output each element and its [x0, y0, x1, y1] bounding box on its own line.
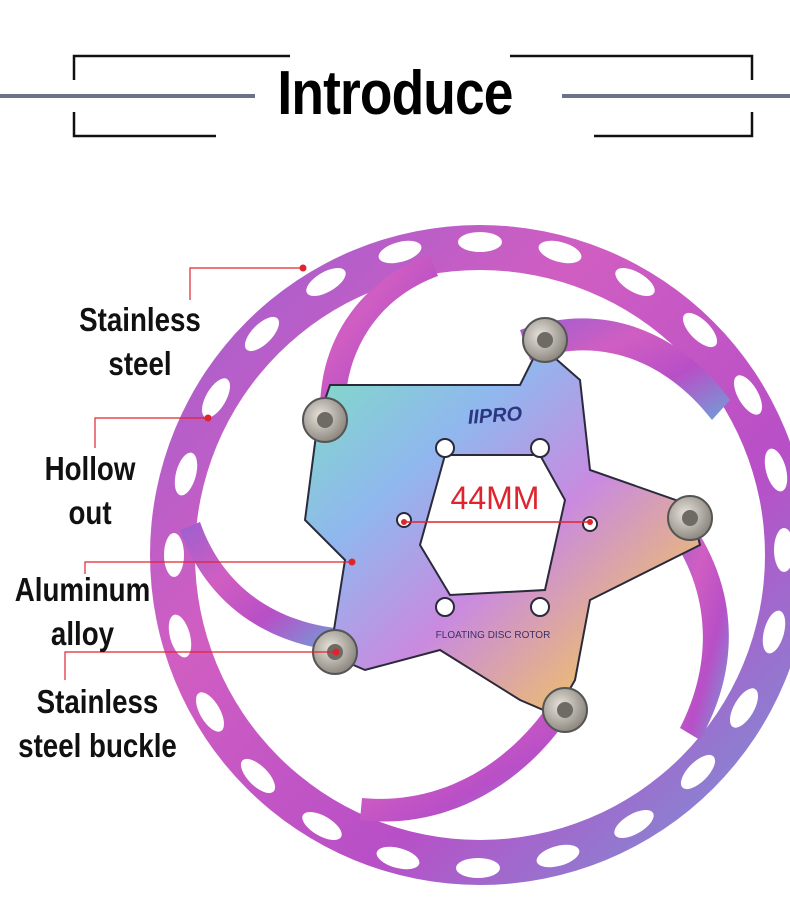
measurement-line — [401, 519, 593, 525]
header: Introduce — [0, 0, 790, 170]
measurement-label: 44MM — [450, 480, 540, 516]
label-line: Stainless — [79, 301, 201, 338]
page-title: Introduce — [277, 59, 513, 128]
rotor-engraving: FLOATING DISC ROTOR — [435, 630, 551, 641]
label-stainless-steel-buckle: Stainless steel buckle — [16, 680, 180, 768]
callout-dots — [204, 264, 356, 656]
label-line: steel — [108, 345, 172, 382]
callout-lines — [64, 267, 352, 680]
label-hollow-out: Hollow out — [23, 447, 157, 535]
label-line: alloy — [50, 615, 115, 652]
label-line: Stainless — [36, 683, 159, 720]
bolt-icon — [542, 687, 588, 733]
header-frame — [0, 54, 790, 138]
label-aluminum-alloy: Aluminum alloy — [13, 568, 152, 656]
bolt-icon — [522, 317, 568, 363]
stainless-steel-buckles — [302, 317, 713, 733]
label-line: Aluminum — [14, 571, 151, 608]
label-line: Hollow — [44, 450, 136, 487]
bolt-icon — [302, 397, 348, 443]
bolt-icon — [667, 495, 713, 541]
label-stainless-steel: Stainless steel — [64, 298, 215, 386]
label-line: out — [68, 494, 112, 531]
label-line: steel buckle — [18, 727, 177, 764]
